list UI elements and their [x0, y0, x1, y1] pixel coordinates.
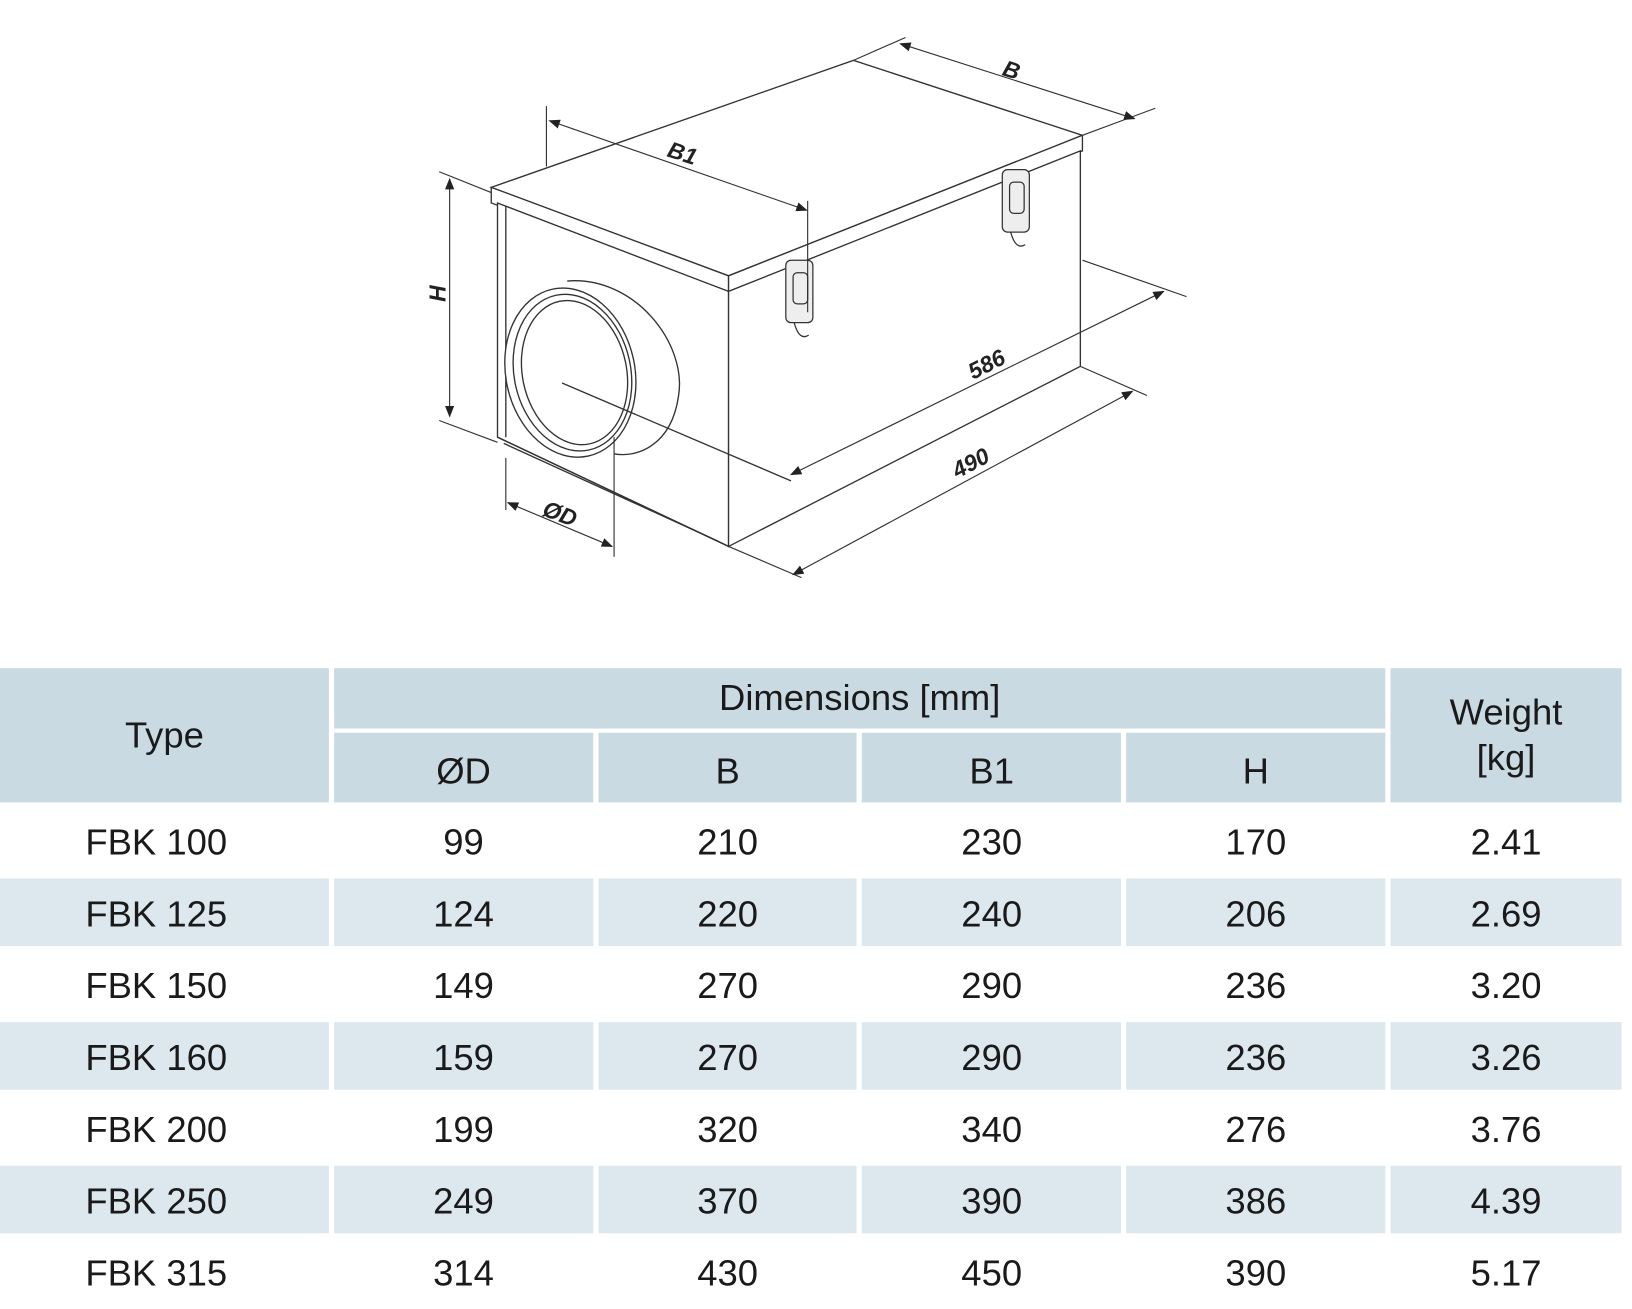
dimensions-table: Type Dimensions [mm] Weight[kg] ØD B B1 …	[0, 664, 1627, 1309]
header-type: Type	[0, 668, 329, 803]
cell-type: FBK 100	[85, 821, 228, 863]
cell-h: 236	[1225, 965, 1287, 1006]
dim-label-b: B	[1000, 55, 1024, 85]
cell-d: 314	[433, 1252, 494, 1294]
cell-d: 199	[433, 1108, 494, 1150]
cell-type: FBK 200	[85, 1108, 228, 1150]
cell-h: 390	[1225, 1252, 1287, 1294]
header-h: H	[1126, 732, 1386, 803]
header-d: ØD	[334, 732, 593, 803]
header-weight-line1: Weight	[1449, 691, 1563, 733]
header-b: B	[598, 732, 858, 803]
cell-b1: 290	[862, 1022, 1122, 1090]
cell-type: FBK 315	[85, 1252, 228, 1294]
table-row: FBK 200 199 320 340 276 3.76	[0, 1094, 1622, 1162]
cell-d: 249	[334, 1165, 593, 1234]
cell-h: 276	[1225, 1108, 1287, 1150]
cell-weight: 2.69	[1390, 878, 1622, 947]
cell-h: 206	[1126, 878, 1386, 947]
cell-type: FBK 150	[85, 965, 228, 1006]
table-row: FBK 150 149 270 290 236 3.20	[0, 950, 1622, 1018]
header-b1: B1	[862, 732, 1122, 803]
header-dimensions: Dimensions [mm]	[334, 668, 1386, 729]
filter-box-drawing: B B1 H ØD 586 490	[424, 36, 1187, 579]
dim-label-h: H	[424, 285, 450, 302]
cell-b1: 340	[961, 1108, 1023, 1150]
cell-h: 170	[1225, 821, 1287, 863]
duct-spigot	[504, 280, 792, 482]
cell-weight: 3.26	[1390, 1022, 1622, 1090]
dim-label-d: ØD	[540, 495, 581, 531]
cell-type: FBK 160	[0, 1022, 329, 1090]
cell-weight: 2.41	[1470, 821, 1542, 863]
cell-weight: 5.17	[1470, 1252, 1542, 1294]
page: B B1 H ØD 586 490 Type Dimensions [mm] W…	[0, 36, 1622, 1293]
cell-d: 149	[433, 965, 494, 1006]
cell-b: 210	[697, 821, 759, 863]
cell-b1: 450	[961, 1252, 1023, 1294]
cell-h: 236	[1126, 1022, 1386, 1090]
cell-weight: 4.39	[1390, 1165, 1622, 1234]
cell-type: FBK 250	[0, 1165, 329, 1234]
cell-weight: 3.76	[1470, 1108, 1542, 1150]
header-weight: Weight[kg]	[1390, 668, 1622, 803]
table-row: FBK 315 314 430 450 390 5.17	[0, 1238, 1622, 1306]
cell-b: 220	[598, 878, 858, 947]
cell-d: 159	[334, 1022, 593, 1090]
header-weight-line2: [kg]	[1476, 737, 1536, 778]
table-row: FBK 100 99 210 230 170 2.41	[0, 807, 1622, 875]
dimension-lines	[439, 36, 1187, 579]
dim-label-490: 490	[947, 442, 994, 483]
cell-b: 430	[697, 1252, 759, 1294]
cell-b: 320	[697, 1108, 759, 1150]
cell-d: 124	[334, 878, 593, 947]
cell-b1: 240	[862, 878, 1122, 947]
cell-type: FBK 125	[0, 878, 329, 947]
cell-b: 270	[697, 965, 759, 1006]
cell-b1: 290	[961, 965, 1023, 1006]
cell-b: 370	[598, 1165, 858, 1234]
cell-b1: 230	[961, 821, 1023, 863]
cell-b: 270	[598, 1022, 858, 1090]
cell-h: 386	[1126, 1165, 1386, 1234]
cell-weight: 3.20	[1470, 965, 1542, 1006]
cell-b1: 390	[862, 1165, 1122, 1234]
cell-d: 99	[443, 821, 484, 863]
